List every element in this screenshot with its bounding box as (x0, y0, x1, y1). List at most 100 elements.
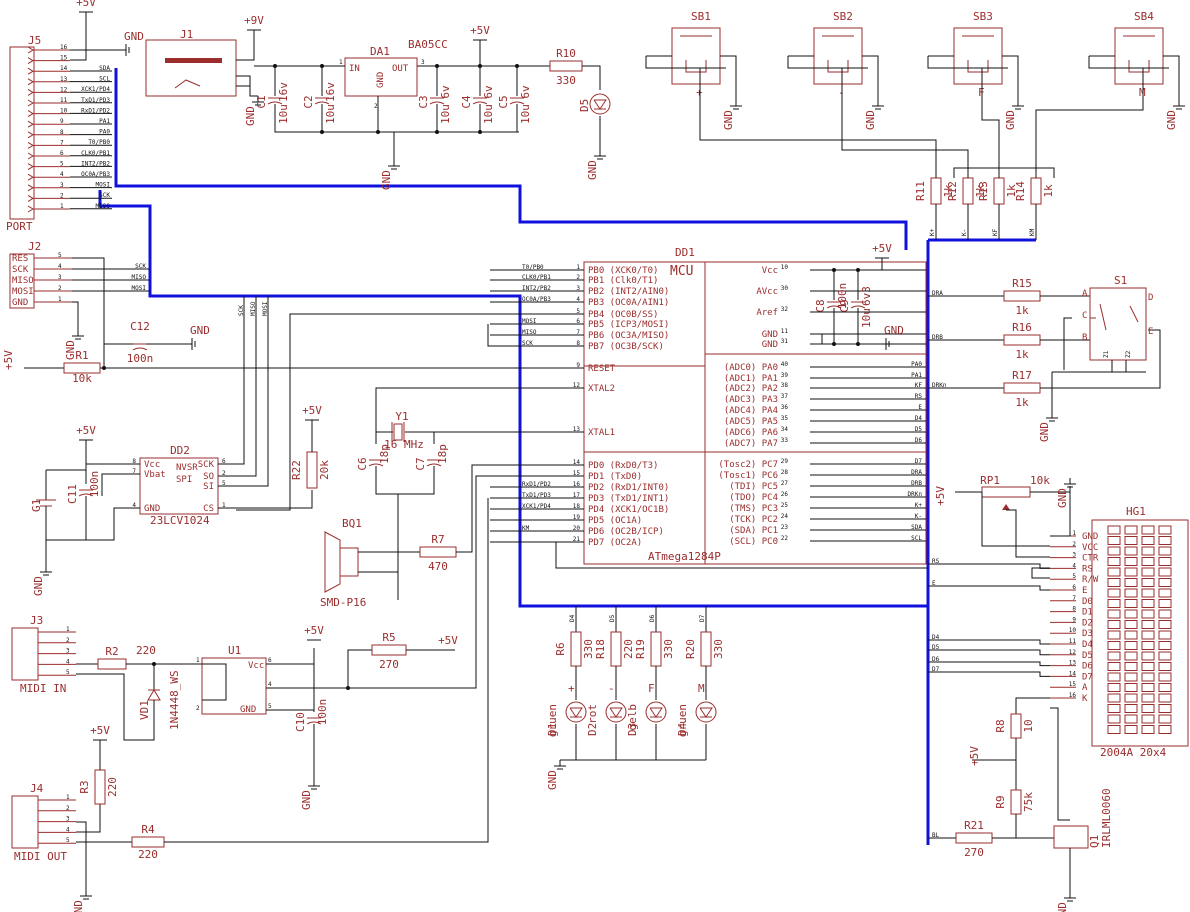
u1-pin: 6 (268, 657, 272, 664)
midi-in-ref: J3 (30, 614, 43, 627)
resistor-ref: R7 (431, 533, 444, 546)
lcd-segment (1158, 714, 1172, 724)
bus-main (98, 190, 930, 845)
indicator-led (695, 701, 717, 723)
port-pin-mark (27, 88, 34, 96)
lcd-pin-label: D1 (1082, 608, 1093, 618)
sram-pin-number: 8 (132, 458, 136, 465)
lcd-pin-number: 11 (1069, 638, 1077, 645)
lcd-ref: HG1 (1126, 505, 1146, 518)
port-pin-mark (27, 120, 34, 128)
mcu-pin-label: PD6 (OC2B/ICP) (588, 527, 664, 537)
capacitor-plate (426, 463, 442, 467)
key-pullup-resistor (930, 177, 942, 205)
mcu-pin-label: (ADC0) PA0 (724, 363, 778, 373)
regulator-in: IN (349, 64, 360, 74)
port-signal: T0/PB0 (88, 139, 110, 146)
push-button-ref: SB4 (1134, 10, 1154, 23)
capacitor-ref: C1 (255, 95, 268, 108)
capacitor-ref: C8 (814, 299, 827, 312)
mcu-left-net: TxD1/PD3 (522, 492, 551, 499)
sram-pin-number: 2 (222, 470, 226, 477)
mcu-pin-number: 20 (573, 525, 581, 532)
lcd-pin-label: K (1082, 694, 1088, 704)
led-net: D4 (569, 614, 576, 622)
mcu-pin-number: 25 (781, 502, 789, 509)
resistor-ref: R13 (977, 181, 990, 201)
encoder-pin: D (1148, 293, 1153, 303)
wire (1099, 303, 1107, 331)
mcu-pin-number: 10 (781, 264, 789, 271)
port-pin-number: 16 (60, 44, 68, 51)
port-pin-number: 3 (60, 182, 64, 189)
midi-out-pin: 1 (66, 794, 70, 801)
wire (375, 387, 584, 444)
capacitor-plate (314, 101, 330, 105)
lcd-segment (1158, 662, 1172, 671)
encoder-ref: S1 (1114, 274, 1127, 287)
wire (1050, 492, 1071, 537)
isp-net: MOSI (132, 285, 147, 292)
lcd-segment (1124, 651, 1138, 661)
wire (76, 673, 155, 741)
encoder-net: DRA (932, 290, 943, 297)
r2-value: 220 (136, 644, 156, 657)
wire (101, 473, 120, 496)
resistor-ref: R1 (75, 349, 88, 362)
mcu-pin-number: 4 (576, 296, 580, 303)
regulator-value: BA05CC (408, 38, 448, 51)
lcd-pin-label: VCC (1082, 543, 1098, 553)
mcu-pin-label: (SDA) PC1 (729, 526, 778, 536)
lcd-part: 2004A 20x4 (1100, 746, 1167, 759)
wire (456, 464, 584, 553)
mcu-pin-label: PD5 (OC1A) (588, 516, 642, 526)
lcd-segment (1141, 599, 1155, 608)
led-resistor (570, 631, 582, 667)
r15-resistor (1003, 290, 1041, 302)
battery-ref: G1 (30, 499, 43, 512)
mcu-right-net: D6 (915, 437, 923, 444)
crystal-body (393, 423, 403, 441)
wire (555, 541, 928, 569)
regulator-pin: 3 (421, 59, 425, 66)
led-color: gruen (546, 704, 559, 737)
gnd-label: GND (72, 900, 85, 912)
lcd-segment (1141, 588, 1155, 598)
lcd-segment (1124, 630, 1138, 640)
u1-pin: 4 (268, 681, 272, 688)
key-net: KM (1029, 228, 1036, 236)
lcd-segment (1107, 693, 1121, 703)
crystal-value: 16 MHz (384, 438, 424, 451)
resistor-value: 20k (318, 460, 331, 480)
mcu-pin-label: (TCK) PC2 (729, 515, 778, 525)
mcu-pin-label: (ADC1) PA1 (724, 374, 778, 384)
port-pin-number: 8 (60, 129, 64, 136)
isp-connector-ref: J2 (28, 240, 41, 253)
mcu-left-net: RxD1/PD2 (522, 481, 551, 488)
lcd-segment (1141, 536, 1155, 545)
buzzer-body (324, 531, 341, 593)
mcu-left-net: T0/PB0 (522, 264, 544, 271)
buzzer-coil (339, 547, 359, 577)
capacitor-ref: C7 (414, 457, 427, 470)
capacitor-plate (429, 101, 445, 105)
lcd-segment (1158, 536, 1172, 545)
mcu-pin-number: 14 (573, 459, 581, 466)
mcu-pin-number: 39 (781, 372, 789, 379)
mcu-pin-label: (SCL) PC0 (729, 537, 778, 547)
mcu-pin-number: 12 (573, 382, 581, 389)
sram-pin-label: Vcc (144, 460, 160, 470)
mcu-pin-label: PD0 (RxD0/T3) (588, 461, 658, 471)
port-pin-mark (27, 141, 34, 149)
port-pin-number: 7 (60, 139, 64, 146)
mcu-right-net: E (918, 404, 922, 411)
lcd-segment (1141, 578, 1155, 587)
wire (928, 649, 1050, 656)
sram-pin-label: SO (203, 472, 214, 482)
encoder-net: DRB (932, 334, 943, 341)
lcd-segment (1107, 662, 1121, 671)
rp1-ref: RP1 (980, 474, 1000, 487)
mcu-pin-label: PB3 (OC0A/AIN1) (588, 298, 669, 308)
push-button-ref: SB1 (691, 10, 711, 23)
capacitor-value: 10u (324, 104, 337, 124)
